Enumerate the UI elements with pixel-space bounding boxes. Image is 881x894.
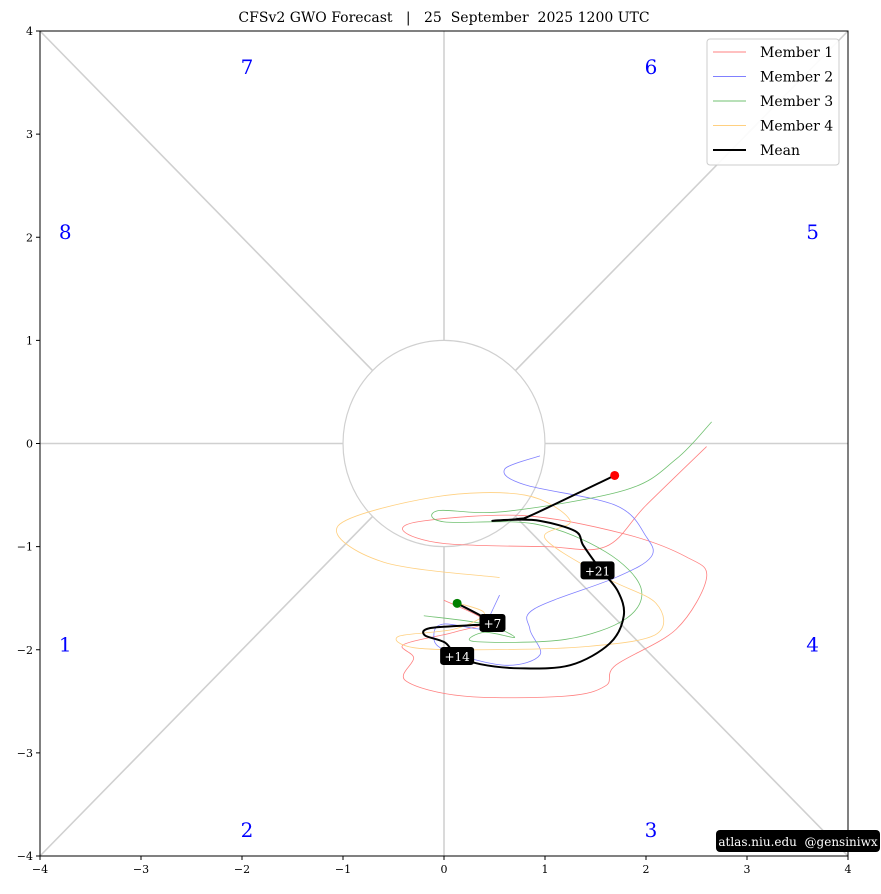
- legend-label: Mean: [760, 143, 800, 159]
- day-label: +7: [484, 617, 502, 631]
- legend: Member 1 Member 2 Member 3 Member 4 Mean: [706, 38, 840, 166]
- watermark-text: atlas.niu.edu @gensiniwx: [718, 835, 878, 849]
- diagonal-line: [514, 515, 849, 857]
- legend-box: [706, 38, 840, 166]
- day-label-box: [580, 561, 615, 580]
- x-tick-label: 4: [845, 863, 852, 876]
- legend-label: Member 4: [760, 119, 833, 135]
- phase-label: 5: [806, 220, 819, 244]
- x-tick-label: −4: [32, 863, 48, 876]
- mean-line: [422, 474, 626, 670]
- day-label-box: [479, 613, 506, 632]
- phase-label: 3: [645, 818, 658, 842]
- member-line-3: [423, 421, 712, 643]
- phase-label: 6: [645, 55, 658, 79]
- phase-label: 4: [806, 633, 819, 657]
- x-tick-label: 2: [643, 863, 650, 876]
- member-line-2: [433, 455, 654, 666]
- legend-label: Member 2: [760, 70, 833, 86]
- y-tick-label: 4: [26, 25, 33, 38]
- phase-label: 1: [59, 633, 72, 657]
- legend-label: Member 3: [760, 94, 833, 110]
- diagonal-line: [39, 30, 374, 372]
- chart-title: CFSv2 GWO Forecast | 25 September 2025 1…: [238, 10, 649, 26]
- member-line-1: [401, 446, 708, 699]
- x-tick-label: −3: [133, 863, 149, 876]
- y-tick-label: 2: [26, 231, 33, 244]
- phase-label: 7: [241, 55, 254, 79]
- x-tick-label: −2: [234, 863, 250, 876]
- y-tick-label: −3: [17, 747, 33, 760]
- x-tick-label: 0: [441, 863, 448, 876]
- y-tick-label: −4: [17, 850, 33, 863]
- diagonal-line: [39, 515, 374, 857]
- legend-label: Member 1: [760, 45, 833, 61]
- day-label: +14: [444, 650, 470, 664]
- day-label-box: [440, 646, 475, 665]
- start-marker: [452, 598, 462, 608]
- watermark: atlas.niu.edu @gensiniwx: [716, 830, 880, 852]
- unit-circle: [342, 339, 546, 548]
- x-tick-label: 1: [542, 863, 549, 876]
- x-tick-label: 3: [744, 863, 751, 876]
- phase-label: 8: [59, 220, 72, 244]
- y-tick-label: 1: [26, 334, 33, 347]
- y-tick-label: 0: [26, 438, 33, 451]
- x-tick-label: −1: [335, 863, 351, 876]
- y-tick-label: −2: [17, 644, 33, 657]
- phase-label: 2: [241, 818, 254, 842]
- y-tick-label: −1: [17, 541, 33, 554]
- end-marker: [610, 470, 620, 480]
- member-line-4: [336, 492, 665, 651]
- day-label: +21: [585, 564, 610, 578]
- y-tick-label: 3: [26, 128, 33, 141]
